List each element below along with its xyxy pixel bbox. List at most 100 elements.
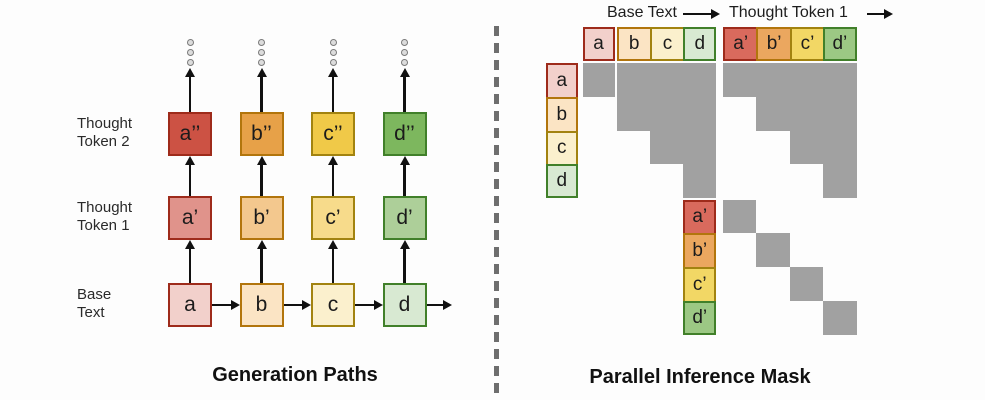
generation-paths-title: Generation Paths	[212, 364, 378, 386]
arrow-head-up-icon	[328, 68, 338, 77]
mask-cell	[649, 130, 684, 165]
base-text-label: Base Text	[77, 286, 112, 321]
mask-cell	[789, 130, 824, 165]
arrow-shaft	[867, 12, 886, 16]
mask-cell	[683, 63, 717, 97]
ellipsis-dot-icon	[258, 49, 265, 56]
token-box-b: b	[239, 283, 284, 327]
mask-row-label-c: c	[545, 130, 578, 167]
arrow-shaft	[283, 303, 304, 307]
mask-cell	[789, 96, 824, 131]
mask-cell	[756, 63, 790, 97]
arrow-head-up-icon	[399, 156, 410, 165]
ellipsis-dot-icon	[329, 49, 337, 56]
mask-col-header-b: b	[616, 27, 652, 61]
mask-row-label-a: a	[545, 63, 578, 99]
arrow-head-right-icon	[884, 9, 893, 19]
mask-cell	[683, 130, 717, 165]
thought-token-2-label: Thought Token 2	[77, 115, 133, 150]
mask-cell	[789, 63, 824, 97]
mask-cell	[723, 199, 757, 234]
mask-cell	[823, 300, 857, 335]
mask-col-header-c: c	[649, 27, 686, 61]
arrow-shaft	[403, 247, 406, 283]
arrow-shaft	[212, 303, 233, 307]
mask-cell	[683, 96, 717, 131]
arrow-head-right-icon	[230, 300, 240, 310]
arrow-shaft	[331, 163, 335, 196]
ellipsis-dot-icon	[258, 59, 265, 66]
mask-cell	[683, 164, 717, 199]
arrow-head-right-icon	[711, 9, 720, 19]
mask-cell	[823, 96, 857, 131]
ellipsis-dot-icon	[258, 39, 265, 46]
mask-cell	[582, 63, 615, 97]
arrow-head-up-icon	[328, 156, 338, 165]
token-box-c-t2: c’’	[311, 112, 355, 156]
ellipsis-dot-icon	[186, 49, 194, 56]
mask-cell	[616, 63, 650, 97]
arrow-head-up-icon	[399, 68, 410, 77]
token-box-c-t1: c’	[311, 196, 355, 240]
mask-cell	[756, 96, 790, 131]
mask-cell	[823, 164, 857, 199]
mask-col-header-c’: c’	[789, 27, 826, 61]
mask-base-text-group-label: Base Text	[607, 4, 677, 21]
mask-thought-token-1-group-label: Thought Token 1	[729, 4, 848, 21]
arrow-shaft	[188, 75, 192, 112]
token-box-b-t1: b’	[239, 196, 284, 240]
token-box-d-t1: d’	[382, 196, 427, 240]
mask-col-header-b’: b’	[756, 27, 792, 61]
arrow-head-right-icon	[373, 300, 383, 310]
arrow-shaft	[403, 163, 406, 196]
arrow-shaft	[260, 247, 263, 283]
ellipsis-dot-icon	[401, 59, 408, 66]
ellipsis-dot-icon	[401, 39, 408, 46]
mask-col-header-a: a	[582, 27, 615, 61]
mask-cell	[649, 96, 684, 131]
mask-cell	[823, 130, 857, 165]
arrow-head-right-icon	[302, 300, 311, 310]
mask-cell	[723, 63, 757, 97]
ellipsis-dot-icon	[401, 49, 408, 56]
arrow-shaft	[260, 75, 263, 112]
parallel-inference-mask-title: Parallel Inference Mask	[589, 366, 811, 388]
token-box-a: a	[168, 283, 212, 327]
mask-cell	[649, 63, 684, 97]
token-box-d: d	[382, 283, 427, 327]
arrow-shaft	[683, 12, 713, 16]
mask-col-header-a’: a’	[723, 27, 759, 61]
ellipsis-dot-icon	[329, 39, 337, 46]
arrow-shaft	[188, 163, 192, 196]
token-box-b-t2: b’’	[239, 112, 284, 156]
panel-divider	[494, 26, 499, 400]
mask-cell	[823, 63, 857, 97]
token-box-d-t2: d’’	[382, 112, 427, 156]
mask-col-header-d: d	[683, 27, 717, 61]
arrow-head-right-icon	[443, 300, 452, 310]
mask-row-label-d’: d’	[683, 300, 717, 335]
arrow-shaft	[331, 247, 335, 283]
mask-col-header-d’: d’	[823, 27, 857, 61]
arrow-shaft	[426, 303, 445, 307]
mask-row-label-a’: a’	[683, 199, 717, 236]
ellipsis-dot-icon	[186, 39, 194, 46]
arrow-head-up-icon	[328, 240, 338, 249]
token-box-c: c	[311, 283, 355, 327]
arrow-shaft	[331, 75, 335, 112]
arrow-shaft	[188, 247, 192, 283]
arrow-head-up-icon	[256, 68, 267, 77]
mask-cell	[789, 267, 824, 301]
token-box-a-t1: a’	[168, 196, 212, 240]
mask-row-label-d: d	[545, 164, 578, 199]
mask-row-label-c’: c’	[683, 267, 717, 303]
ellipsis-dot-icon	[329, 59, 337, 66]
arrow-head-up-icon	[256, 240, 267, 249]
thought-token-1-label: Thought Token 1	[77, 199, 133, 234]
mask-row-label-b: b	[545, 96, 578, 133]
ellipsis-dot-icon	[186, 59, 194, 66]
mask-cell	[756, 233, 790, 268]
mask-cell	[616, 96, 650, 131]
arrow-head-up-icon	[185, 68, 195, 77]
